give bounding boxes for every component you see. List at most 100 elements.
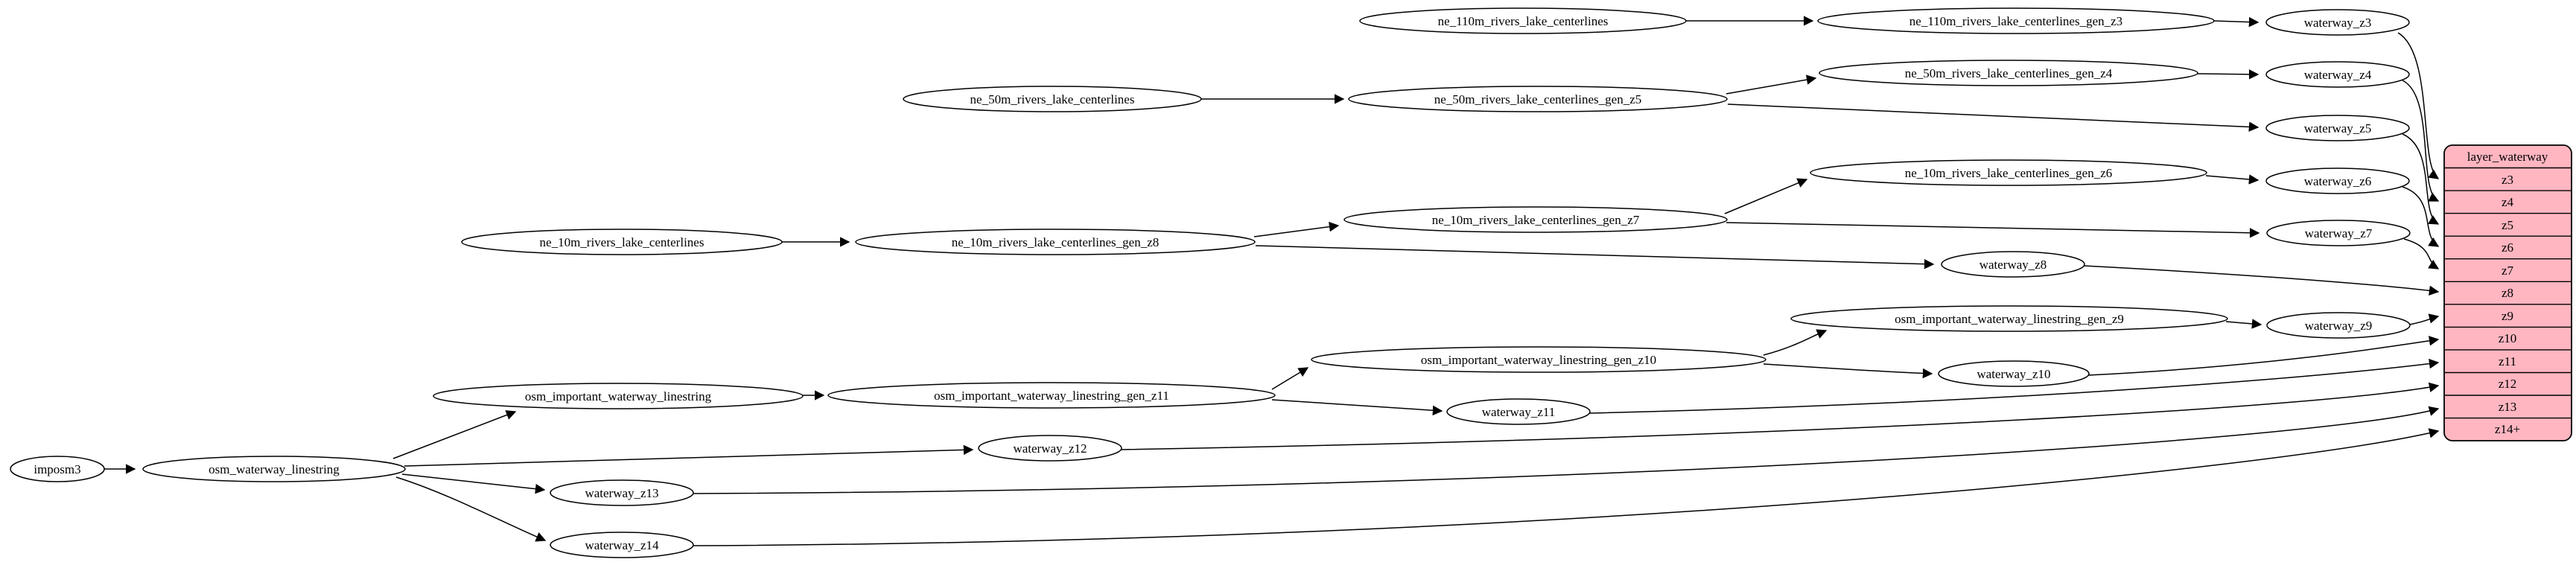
- edge-genz7-to-waterway_z7: [1726, 222, 2260, 238]
- node-osm_important_waterway_linestring: osm_important_waterway_linestring: [433, 383, 804, 409]
- svg-text:waterway_z8: waterway_z8: [1979, 258, 2047, 272]
- edge-osm_waterway-to-waterway_z12: [404, 444, 974, 467]
- svg-text:waterway_z7: waterway_z7: [2305, 226, 2373, 240]
- svg-text:imposm3: imposm3: [34, 462, 80, 476]
- node-ne_10m_rivers_lake_centerlines_gen_z6: ne_10m_rivers_lake_centerlines_gen_z6: [1810, 159, 2207, 186]
- node-osm_important_waterway_linestring_gen_z9: osm_important_waterway_linestring_gen_z9: [1790, 305, 2228, 332]
- node-ne_50m_rivers_lake_centerlines_gen_z5: ne_50m_rivers_lake_centerlines_gen_z5: [1348, 86, 1728, 112]
- svg-text:ne_50m_rivers_lake_centerlines: ne_50m_rivers_lake_centerlines_gen_z4: [1905, 66, 2113, 80]
- edge-waterway_z12-to-row_z12: [1120, 382, 2440, 450]
- node-imposm3: imposm3: [10, 456, 105, 482]
- table-row-z8: z8: [2502, 286, 2513, 300]
- edge-genz11-to-waterway_z11: [1271, 399, 1443, 416]
- node-waterway_z13: waterway_z13: [550, 479, 694, 506]
- edge-genz9-to-waterway_z9: [2225, 319, 2262, 329]
- table-row-z3: z3: [2502, 173, 2513, 187]
- table-title: layer_waterway: [2467, 150, 2548, 164]
- edge-waterway_z3-to-row_z3: [2397, 32, 2440, 179]
- edge-osm_waterway-to-waterway_z14: [395, 476, 547, 542]
- svg-text:waterway_z3: waterway_z3: [2304, 16, 2372, 30]
- table-row-z9: z9: [2502, 309, 2513, 323]
- node-ne_10m_rivers_lake_centerlines_gen_z7: ne_10m_rivers_lake_centerlines_gen_z7: [1343, 206, 1728, 233]
- node-osm_important_waterway_linestring_gen_z10: osm_important_waterway_linestring_gen_z1…: [1311, 346, 1766, 373]
- edge-genz7-to-genz6: [1724, 178, 1808, 214]
- svg-text:ne_10m_rivers_lake_centerlines: ne_10m_rivers_lake_centerlines_gen_z6: [1905, 166, 2113, 180]
- svg-text:waterway_z9: waterway_z9: [2305, 319, 2373, 333]
- edge-waterway_z11-to-row_z11: [1588, 358, 2440, 414]
- svg-text:ne_50m_rivers_lake_centerlines: ne_50m_rivers_lake_centerlines_gen_z5: [1434, 92, 1642, 106]
- edge-osm_waterway-to-osm_important: [392, 410, 517, 459]
- node-ne_50m_rivers_lake_centerlines: ne_50m_rivers_lake_centerlines: [903, 86, 1202, 112]
- svg-text:osm_important_waterway_linestr: osm_important_waterway_linestring_gen_z1…: [934, 389, 1169, 403]
- edge-genz5-to-genz4: [1726, 74, 1817, 95]
- node-ne_10m_rivers_lake_centerlines: ne_10m_rivers_lake_centerlines: [461, 229, 783, 255]
- table-row-z10: z10: [2499, 331, 2517, 345]
- table-row-z12: z12: [2499, 377, 2517, 391]
- svg-text:ne_110m_rivers_lake_centerline: ne_110m_rivers_lake_centerlines_gen_z3: [1909, 14, 2122, 28]
- table-row-z4: z4: [2502, 195, 2514, 209]
- node-waterway_z3: waterway_z3: [2265, 9, 2410, 36]
- node-waterway_z7: waterway_z7: [2266, 220, 2411, 246]
- svg-text:osm_important_waterway_linestr: osm_important_waterway_linestring_gen_z9: [1895, 312, 2124, 326]
- edge-waterway_z9-to-row_z9: [2408, 313, 2440, 325]
- edge-genz8-to-genz7: [1253, 221, 1340, 237]
- node-ne_110m_rivers_lake_centerlines: ne_110m_rivers_lake_centerlines: [1359, 7, 1687, 34]
- table-row-z13: z13: [2499, 400, 2517, 414]
- table-background: [2443, 144, 2572, 441]
- edge-genz11-to-genz10: [1271, 367, 1309, 390]
- node-ne_50m_rivers_lake_centerlines_gen_z4: ne_50m_rivers_lake_centerlines_gen_z4: [1819, 60, 2198, 86]
- table-row-z6: z6: [2502, 240, 2513, 255]
- edge-genz3-to-waterway_z3: [2213, 16, 2259, 28]
- edge-genz10-to-waterway_z10: [1763, 363, 1933, 379]
- svg-text:waterway_z12: waterway_z12: [1013, 441, 1087, 456]
- svg-text:ne_110m_rivers_lake_centerline: ne_110m_rivers_lake_centerlines: [1438, 14, 1609, 28]
- table-row-z11: z11: [2499, 354, 2516, 368]
- svg-text:ne_10m_rivers_lake_centerlines: ne_10m_rivers_lake_centerlines_gen_z8: [952, 235, 1160, 249]
- edge-waterway_z13-to-row_z13: [692, 406, 2440, 494]
- svg-text:osm_waterway_linestring: osm_waterway_linestring: [209, 462, 340, 476]
- edge-waterway_z4-to-row_z4: [2402, 80, 2440, 202]
- edge-waterway_z7-to-row_z7: [2403, 238, 2440, 269]
- node-osm_waterway_linestring: osm_waterway_linestring: [142, 456, 406, 482]
- svg-text:osm_important_waterway_linestr: osm_important_waterway_linestring_gen_z1…: [1421, 353, 1656, 367]
- node-ne_110m_rivers_lake_centerlines_gen_z3: ne_110m_rivers_lake_centerlines_gen_z3: [1817, 7, 2215, 34]
- node-waterway_z9: waterway_z9: [2266, 312, 2411, 339]
- edge-waterway_z8-to-row_z8: [2083, 265, 2440, 296]
- svg-text:waterway_z10: waterway_z10: [1976, 367, 2050, 381]
- edge-genz6-to-waterway_z6: [2205, 174, 2259, 185]
- edge-genz10-to-genz9: [1763, 329, 1828, 356]
- svg-text:waterway_z14: waterway_z14: [585, 538, 659, 552]
- svg-text:ne_50m_rivers_lake_centerlines: ne_50m_rivers_lake_centerlines: [970, 92, 1135, 106]
- edge-waterway_z10-to-row_z10: [2087, 336, 2440, 376]
- table-layer-waterway: layer_waterway z3 z4 z5 z6 z7 z8 z9 z10 …: [2443, 144, 2572, 441]
- edge-osm_waterway-to-waterway_z13: [401, 473, 546, 494]
- svg-text:ne_10m_rivers_lake_centerlines: ne_10m_rivers_lake_centerlines: [540, 235, 705, 249]
- node-ne_10m_rivers_lake_centerlines_gen_z8: ne_10m_rivers_lake_centerlines_gen_z8: [855, 229, 1256, 255]
- table-row-z14: z14+: [2495, 422, 2520, 436]
- node-waterway_z8: waterway_z8: [1941, 251, 2085, 278]
- svg-text:waterway_z6: waterway_z6: [2304, 174, 2372, 188]
- node-waterway_z5: waterway_z5: [2265, 115, 2410, 141]
- node-waterway_z11: waterway_z11: [1446, 398, 1591, 425]
- node-waterway_z14: waterway_z14: [550, 532, 694, 558]
- svg-text:waterway_z11: waterway_z11: [1482, 405, 1556, 419]
- edge-waterway_z5-to-row_z5: [2402, 133, 2440, 225]
- svg-text:waterway_z4: waterway_z4: [2304, 68, 2372, 82]
- node-waterway_z10: waterway_z10: [1938, 360, 2090, 387]
- svg-text:osm_important_waterway_linestr: osm_important_waterway_linestring: [525, 389, 712, 403]
- svg-text:waterway_z13: waterway_z13: [585, 486, 658, 500]
- edge-waterway_z6-to-row_z6: [2402, 186, 2440, 247]
- edge-genz8-to-waterway_z8: [1255, 245, 1935, 269]
- table-row-z7: z7: [2502, 264, 2514, 278]
- table-row-z5: z5: [2502, 218, 2513, 232]
- edge-waterway_z14-to-row_z14: [692, 428, 2440, 546]
- node-waterway_z12: waterway_z12: [978, 435, 1122, 462]
- node-waterway_z6: waterway_z6: [2265, 167, 2410, 194]
- edge-layer: [104, 16, 2440, 546]
- node-osm_important_waterway_linestring_gen_z11: osm_important_waterway_linestring_gen_z1…: [827, 382, 1276, 409]
- svg-text:waterway_z5: waterway_z5: [2304, 121, 2372, 135]
- svg-text:ne_10m_rivers_lake_centerlines: ne_10m_rivers_lake_centerlines_gen_z7: [1432, 213, 1640, 227]
- edge-genz5-to-waterway_z5: [1727, 103, 2259, 132]
